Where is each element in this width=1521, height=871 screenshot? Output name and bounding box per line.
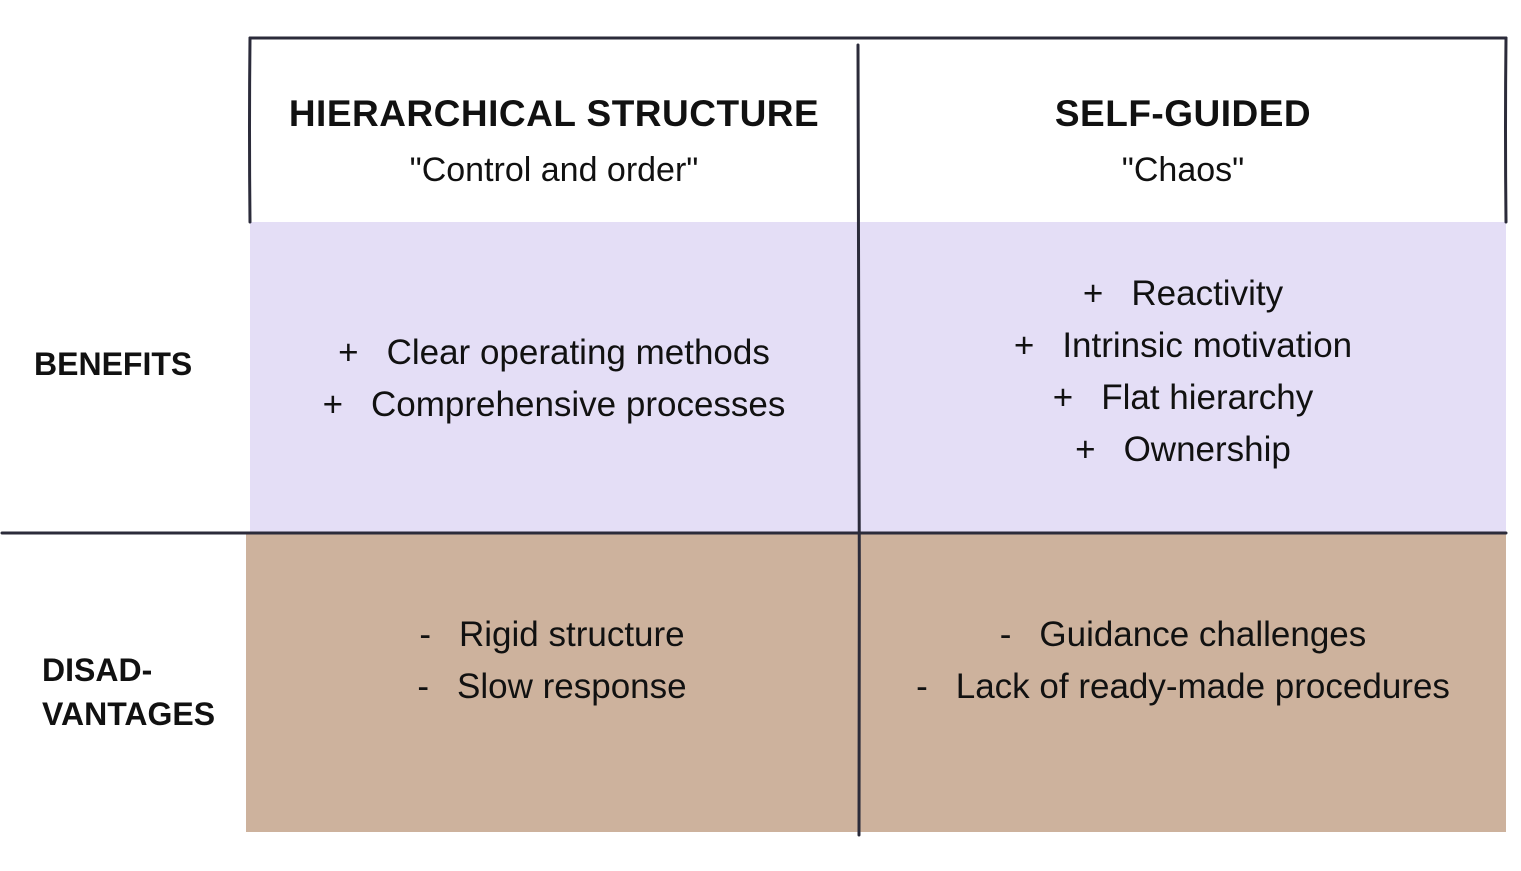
- list-item-text: Intrinsic motivation: [1062, 326, 1353, 365]
- list-item: + Clear operating methods: [338, 327, 770, 379]
- list-item-text: Lack of ready-made procedures: [955, 667, 1450, 706]
- list-item: -Slow response: [417, 661, 686, 713]
- disadvantages-self-guided-cell: [860, 534, 1506, 832]
- plus-mark: +: [322, 385, 344, 424]
- top-border: [248, 36, 1508, 41]
- minus-mark: -: [419, 615, 431, 654]
- plus-mark: +: [338, 333, 359, 372]
- list-item-text: Comprehensive processes: [371, 385, 786, 424]
- list-item-text: Ownership: [1123, 430, 1291, 469]
- benefits-self-guided-cell: [860, 222, 1506, 532]
- list-item: -Lack of ready-made procedures: [916, 661, 1450, 713]
- list-item: -Rigid structure: [419, 609, 684, 661]
- list-item: + Reactivity: [1083, 268, 1283, 320]
- list-item: + Intrinsic motivation: [1014, 320, 1352, 372]
- plus-mark: +: [1013, 326, 1035, 365]
- column-title: HIERARCHICAL STRUCTURE: [288, 93, 820, 134]
- plus-mark: +: [1075, 430, 1096, 469]
- disadvantages-hierarchical-cell: [246, 534, 858, 832]
- row-label-line: DISAD-: [42, 652, 153, 688]
- minus-mark: -: [417, 667, 430, 706]
- row-label-disadvantages: DISAD- VANTAGES: [42, 648, 215, 736]
- right-border: [1504, 36, 1508, 224]
- list-item: + Comprehensive processes: [323, 379, 786, 431]
- list-item-text: Reactivity: [1131, 274, 1284, 313]
- row-label-line: VANTAGES: [42, 696, 216, 732]
- row-divider: [0, 530, 1508, 535]
- row-label-benefits: BENEFITS: [34, 346, 193, 382]
- list-item-text: Slow response: [457, 667, 687, 706]
- list-item: + Flat hierarchy: [1053, 372, 1313, 424]
- column-header-hierarchical: HIERARCHICAL STRUCTURE "Control and orde…: [252, 84, 856, 200]
- disadvantages-hierarchical-list: -Rigid structure -Slow response: [246, 608, 858, 714]
- disadvantages-self-guided-list: -Guidance challenges -Lack of ready-made…: [860, 608, 1506, 714]
- list-item-text: Flat hierarchy: [1101, 378, 1314, 417]
- benefits-hierarchical-list: + Clear operating methods + Comprehensive …: [250, 222, 858, 532]
- benefits-self-guided-list: +Reactivity +Intrinsic motivation +Flat …: [860, 222, 1506, 532]
- plus-mark: +: [1052, 378, 1074, 417]
- list-item-text: Rigid structure: [459, 615, 685, 654]
- column-divider: [856, 43, 861, 837]
- column-subtitle: "Chaos": [1121, 151, 1245, 189]
- minus-mark: -: [999, 615, 1012, 654]
- minus-mark: -: [916, 667, 928, 706]
- benefits-hierarchical-cell: [250, 222, 858, 532]
- list-item: -Guidance challenges: [1000, 609, 1367, 661]
- list-item: + Ownership: [1075, 424, 1291, 476]
- list-item-text: Guidance challenges: [1039, 615, 1367, 654]
- left-border: [248, 36, 252, 224]
- list-item-text: Clear operating methods: [386, 333, 770, 372]
- column-title: SELF-GUIDED: [1054, 93, 1312, 134]
- plus-mark: +: [1082, 274, 1104, 313]
- column-subtitle: "Control and order": [409, 151, 699, 189]
- column-header-self-guided: SELF-GUIDED "Chaos": [860, 84, 1506, 200]
